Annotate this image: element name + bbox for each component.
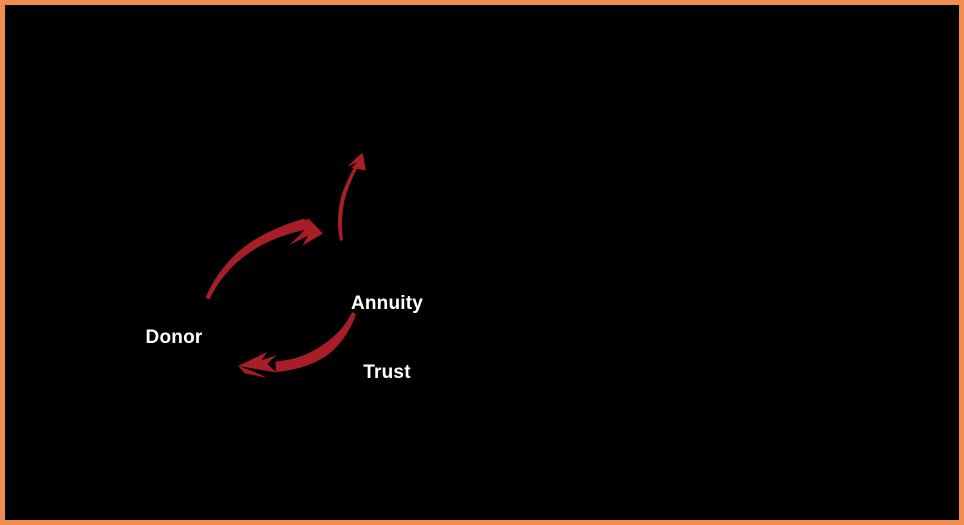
arrow-trust-outflow xyxy=(338,153,366,241)
arrow-donor-to-trust xyxy=(205,218,323,300)
node-label-annuity-trust-line1: Annuity xyxy=(350,293,424,314)
diagram-graphics xyxy=(205,153,366,378)
node-label-annuity-trust-line2: Trust xyxy=(363,362,411,383)
arrow-trust-to-donor xyxy=(238,312,356,378)
diagram-canvas: Donor Annuity Trust xyxy=(5,5,959,520)
node-label-donor: Donor xyxy=(145,327,203,348)
node-label-annuity-trust: Annuity Trust xyxy=(341,246,433,430)
